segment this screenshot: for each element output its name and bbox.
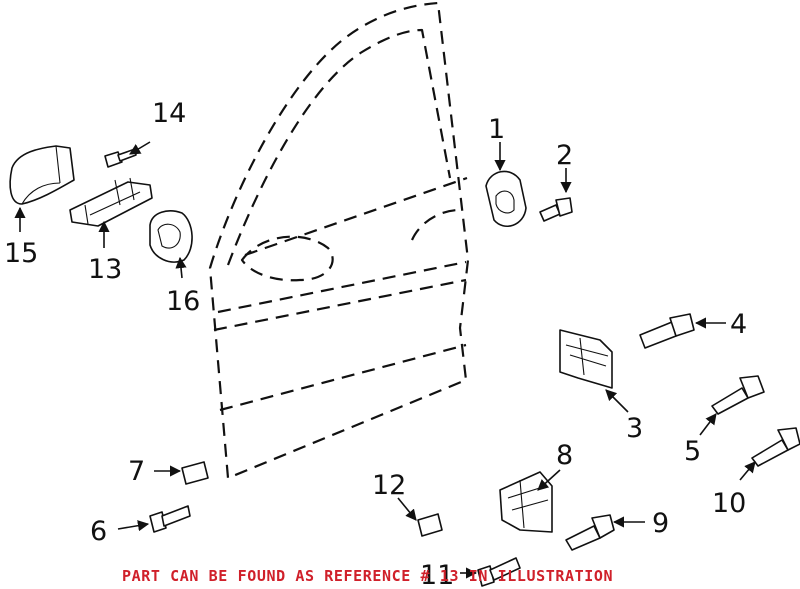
callout-2: 2 — [556, 140, 573, 171]
callout-14: 14 — [152, 98, 186, 129]
callout-11: 11 — [420, 560, 454, 589]
part-15-handle-cover — [9, 145, 75, 205]
reference-footnote: PART CAN BE FOUND AS REFERENCE # 13 IN I… — [122, 567, 613, 585]
callout-3: 3 — [626, 413, 643, 444]
part-1-striker — [485, 170, 527, 228]
callout-5: 5 — [684, 436, 701, 467]
part-6-bolt — [149, 505, 191, 533]
part-4-bolt — [639, 313, 695, 349]
callout-7: 7 — [128, 456, 145, 487]
callout-13: 13 — [88, 254, 122, 285]
callout-12: 12 — [372, 470, 406, 501]
callout-16: 16 — [166, 286, 200, 317]
callout-4: 4 — [730, 309, 747, 340]
part-7-bumper — [181, 461, 209, 485]
part-2-bolt — [539, 197, 573, 222]
part-5-bolt — [711, 375, 765, 415]
callout-labels: 1 2 3 4 5 6 7 8 9 10 11 12 13 14 15 16 — [4, 98, 747, 589]
part-10-bolt — [751, 427, 800, 467]
callout-9: 9 — [652, 508, 669, 539]
door-outline — [208, 1, 470, 480]
part-9-bolt — [565, 514, 615, 551]
leader-arrows — [14, 141, 756, 579]
callout-8: 8 — [556, 440, 573, 471]
callout-6: 6 — [90, 516, 107, 547]
part-14-screw — [104, 148, 137, 168]
part-16-lock-bezel — [149, 210, 193, 263]
part-13-handle-bracket — [69, 177, 153, 227]
part-3-hinge — [559, 329, 613, 389]
part-12-bumper — [417, 513, 443, 537]
part-8-hinge — [499, 471, 553, 533]
callout-15: 15 — [4, 238, 38, 269]
callout-10: 10 — [712, 488, 746, 519]
part-11-bolt — [477, 557, 521, 587]
callout-1: 1 — [488, 114, 505, 145]
